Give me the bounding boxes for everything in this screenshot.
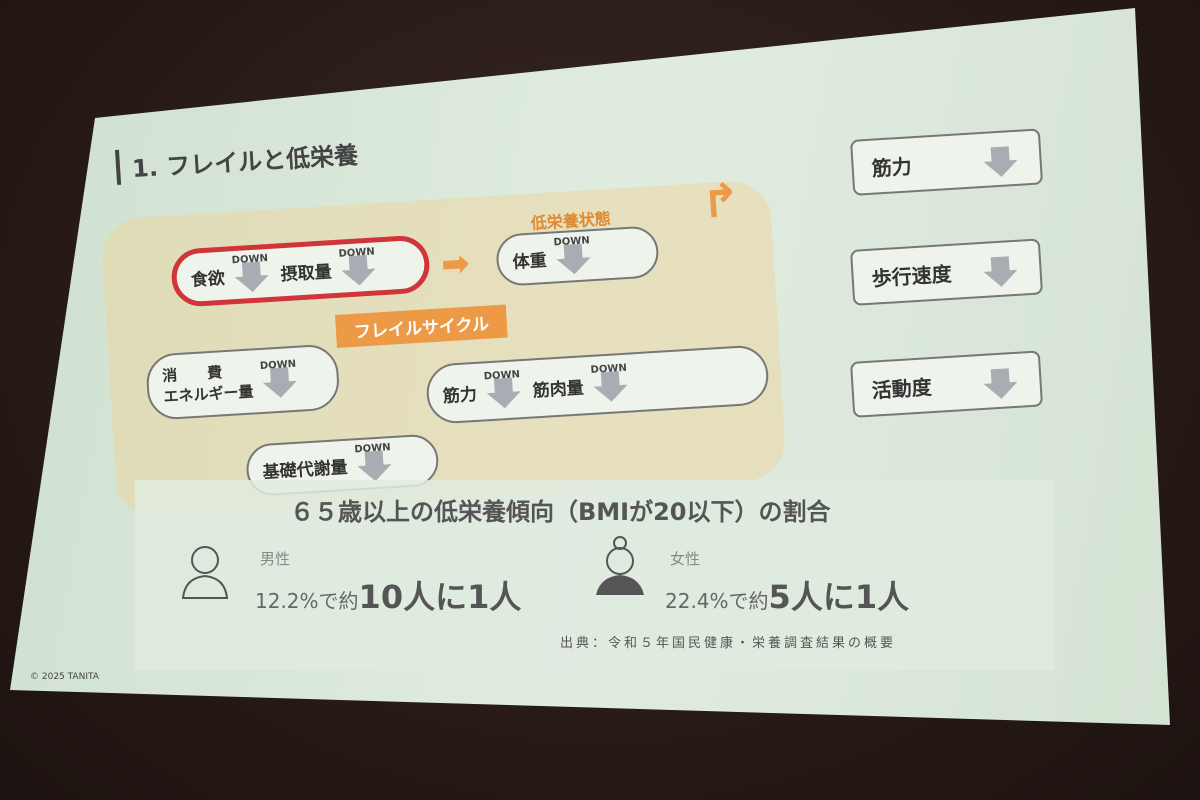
down-arrow-icon: DOWN [231, 253, 273, 295]
overlay-heading: ６５歳以上の低栄養傾向（BMIが20以下）の割合 [290, 498, 831, 526]
down-arrow-icon [980, 138, 1022, 180]
copyright: © 2025 TANITA [30, 672, 99, 682]
energy-label: 消 費エネルギー量 [161, 363, 254, 406]
down-arrow-icon: DOWN [484, 369, 526, 411]
right-arrow-icon: ➡ [440, 243, 471, 285]
weight-label: 体重 [512, 250, 548, 273]
down-arrow-icon: DOWN [553, 235, 595, 277]
source-citation: 出典：令和５年国民健康・栄養調査結果の概要 [560, 636, 897, 651]
female-label: 女性 [670, 550, 701, 568]
down-arrow-icon [980, 248, 1022, 290]
down-arrow-icon: DOWN [590, 362, 632, 404]
male-person-icon [181, 546, 229, 599]
statistics-overlay: ６５歳以上の低栄養傾向（BMIが20以下）の割合 男性 12.2%で約10人に1… [135, 480, 1055, 670]
right-node-activity: 活動度 [850, 350, 1044, 418]
down-arrow-icon: DOWN [338, 246, 380, 288]
muscle-strength-label: 筋力 [442, 384, 478, 407]
down-arrow-icon: DOWN [260, 359, 302, 401]
male-stat: 12.2%で約10人に1人 [255, 578, 522, 616]
right-node-walking-speed: 歩行速度 [850, 238, 1044, 306]
female-stat: 22.4%で約5人に1人 [665, 578, 910, 616]
appetite-label: 食欲 [190, 268, 226, 291]
down-arrow-icon: DOWN [354, 442, 396, 484]
female-person-icon [596, 536, 644, 595]
down-arrow-icon [980, 360, 1022, 402]
up-right-arrow-icon: ↱ [700, 172, 742, 229]
intake-label: 摂取量 [280, 261, 333, 285]
slide-title: 1. フレイルと低栄養 [115, 135, 359, 185]
muscle-mass-label: 筋肉量 [532, 377, 585, 401]
right-node-strength: 筋力 [850, 128, 1044, 196]
male-label: 男性 [260, 550, 291, 568]
basal-label: 基礎代謝量 [262, 457, 349, 483]
energy-node: 消 費エネルギー量 DOWN [145, 343, 341, 421]
weight-node: 体重 DOWN [495, 225, 660, 287]
